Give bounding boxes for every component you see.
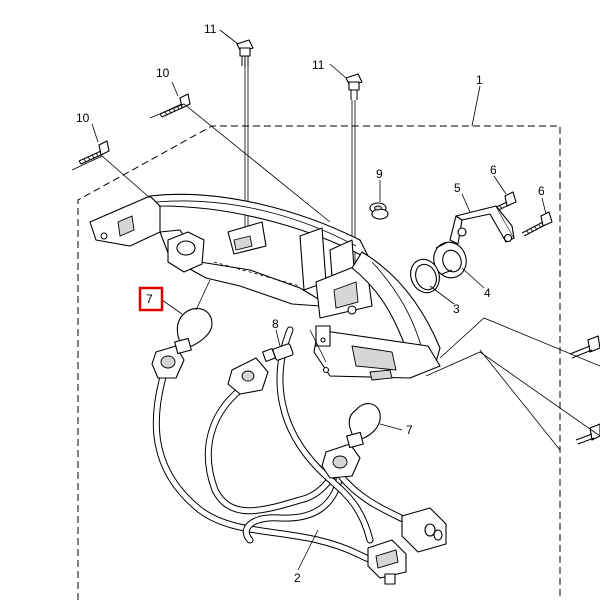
callout-3: 3	[453, 302, 460, 316]
assembly-boundary	[77, 125, 561, 600]
callout-2: 2	[294, 571, 301, 585]
callout-7-left-highlighted[interactable]: 7	[146, 292, 153, 306]
callout-6-right: 6	[538, 184, 545, 198]
callout-6-left: 6	[490, 163, 497, 177]
screw-right-edge-lower	[575, 423, 600, 445]
socket-lower-right	[321, 443, 361, 479]
wiring-harness-2	[152, 326, 447, 585]
bolt-11-left	[236, 39, 254, 68]
socket-middle	[227, 357, 269, 395]
taillight-housing	[89, 193, 441, 381]
grommet-9	[369, 202, 389, 220]
callout-11-right: 11	[312, 58, 325, 72]
bulb-7-left	[174, 307, 213, 355]
callout-5: 5	[454, 181, 461, 195]
ring-3	[410, 258, 440, 294]
callout-7-right: 7	[406, 423, 413, 437]
screw-10-lower	[78, 140, 110, 165]
bracket-5	[449, 205, 515, 245]
leader-lines	[71, 29, 600, 571]
callout-11-left: 11	[204, 22, 217, 36]
callout-10-upper: 10	[156, 66, 170, 80]
bulb-7-right	[346, 403, 381, 449]
screw-right-edge-upper	[569, 335, 600, 359]
callout-4: 4	[484, 286, 491, 300]
callout-8: 8	[272, 317, 279, 331]
callout-9: 9	[376, 167, 383, 181]
bolt-11-right	[345, 73, 363, 100]
screw-6-right	[521, 211, 553, 237]
callout-10-lower: 10	[76, 111, 90, 125]
bulb-8	[262, 343, 294, 362]
highlight-box	[138, 286, 164, 312]
callout-1: 1	[476, 73, 483, 87]
